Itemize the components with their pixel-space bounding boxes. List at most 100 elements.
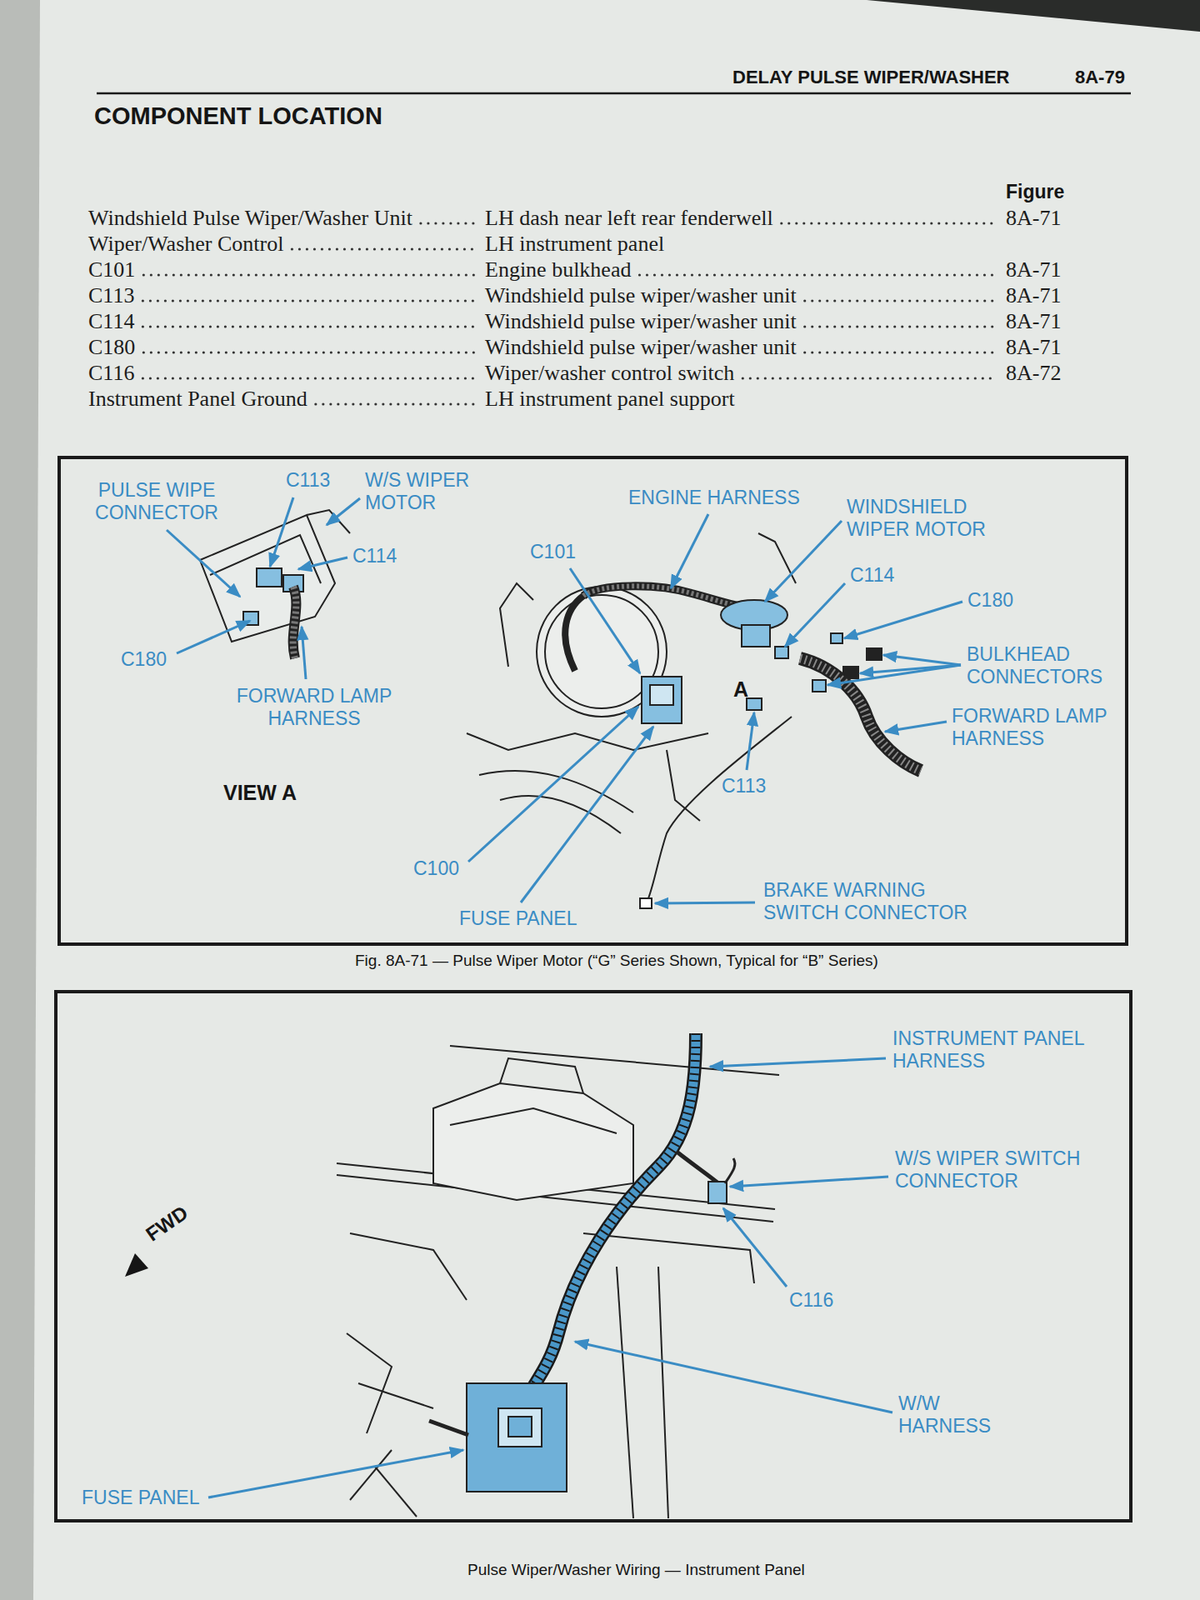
leader-dot	[457, 350, 460, 354]
engine-compartment-drawing	[466, 533, 921, 909]
leader-dot	[915, 221, 918, 225]
location-cell: Windshield pulse wiper/washer unit	[485, 309, 797, 335]
leader-dot	[885, 273, 889, 276]
leader-dot	[345, 273, 348, 276]
leader-dot	[231, 325, 235, 328]
leader-dot	[261, 299, 265, 302]
component-name: C101	[88, 257, 135, 283]
leader-dot	[217, 350, 220, 354]
leader-dot	[884, 376, 887, 380]
leader-dot	[983, 299, 986, 302]
leader-line	[570, 568, 640, 674]
leader-dot	[938, 325, 941, 328]
leader-dot	[855, 325, 859, 328]
leader-dot	[434, 376, 437, 380]
leader-dot	[435, 273, 438, 276]
leader-dot	[426, 402, 430, 405]
leader-dot	[367, 350, 370, 354]
leader-dot	[216, 325, 220, 328]
figure-frame	[55, 991, 1131, 1521]
leader-dot	[870, 299, 874, 302]
leader-dot	[906, 376, 910, 380]
leader-dot	[225, 273, 228, 276]
leader-dot	[209, 325, 212, 328]
leader-dot	[336, 402, 340, 405]
view-a-drawing	[256, 568, 282, 587]
leader-dot	[381, 299, 385, 302]
figure-caption: Pulse Wiper/Washer Wiring — Instrument P…	[467, 1560, 805, 1580]
leader-dot	[990, 221, 993, 225]
leader-line	[301, 626, 306, 680]
leader-dot	[801, 376, 805, 380]
leader-dot	[321, 325, 325, 328]
leader-dot	[840, 350, 844, 354]
leader-dot	[833, 273, 836, 276]
leader-dot	[433, 247, 436, 250]
leader-dot	[171, 376, 175, 380]
leader-dot	[839, 376, 842, 380]
leader-line	[765, 520, 842, 602]
leader-dot	[194, 325, 197, 328]
leader-dot	[142, 350, 145, 354]
leader-dot	[290, 247, 294, 250]
leader-dot	[358, 247, 361, 250]
leader-dot	[374, 325, 377, 328]
leader-dot	[306, 376, 310, 380]
leader-line	[710, 1058, 886, 1067]
leader-dot	[292, 273, 295, 276]
leader-dot	[441, 376, 445, 380]
instrument-panel-drawing	[508, 1416, 532, 1437]
leader-dot	[380, 247, 384, 250]
leader-dot	[360, 273, 363, 276]
leader-dot	[315, 350, 318, 354]
leader-dot	[412, 350, 415, 354]
leader-dot	[840, 299, 844, 302]
leader-dot	[156, 325, 160, 328]
leader-dot	[351, 299, 355, 302]
leader-dot	[291, 299, 295, 302]
leader-dot	[645, 273, 649, 276]
leader-dot	[441, 402, 445, 405]
leader-dot	[314, 376, 317, 380]
leader-dot	[915, 325, 919, 328]
view-a-drawing	[306, 510, 350, 534]
leader-dot	[848, 325, 851, 328]
leader-dot	[187, 273, 190, 276]
engine-compartment-drawing	[650, 685, 674, 705]
leader-dot	[848, 299, 851, 302]
connector-callout: C180	[120, 648, 167, 671]
leader-dot	[923, 299, 926, 302]
instrument-panel-drawing	[433, 1083, 634, 1200]
leader-dot	[818, 325, 821, 328]
leader-dot	[449, 221, 452, 225]
leader-dot	[743, 273, 746, 276]
leader-dot	[239, 376, 242, 380]
leader-dot	[276, 325, 280, 328]
leader-dot	[848, 350, 851, 354]
view-a-drawing	[293, 586, 297, 659]
leader-dot	[411, 299, 415, 302]
leader-dot	[456, 299, 460, 302]
leader-dot	[232, 350, 235, 354]
leader-dot	[299, 299, 302, 302]
leader-dot	[321, 402, 325, 405]
leader-dot	[335, 247, 339, 250]
leader-dot	[945, 221, 948, 225]
leader-dot	[824, 376, 827, 380]
leader-dot	[366, 402, 370, 405]
leader-dot	[420, 350, 423, 354]
leader-dot	[930, 325, 934, 328]
leader-dot	[307, 273, 310, 276]
leader-dot	[435, 350, 438, 354]
engine-compartment-drawing	[641, 676, 682, 724]
leader-dot	[794, 376, 797, 380]
leader-dot	[952, 221, 955, 225]
figure-ref: 8A-72	[1005, 360, 1061, 386]
leader-dot	[285, 273, 288, 276]
connector-callout: C114	[850, 564, 895, 587]
leader-dot	[900, 325, 904, 328]
leader-dot	[314, 402, 317, 405]
leader-dot	[216, 299, 220, 302]
leader-dot	[802, 221, 805, 225]
leader-dot	[231, 299, 235, 302]
